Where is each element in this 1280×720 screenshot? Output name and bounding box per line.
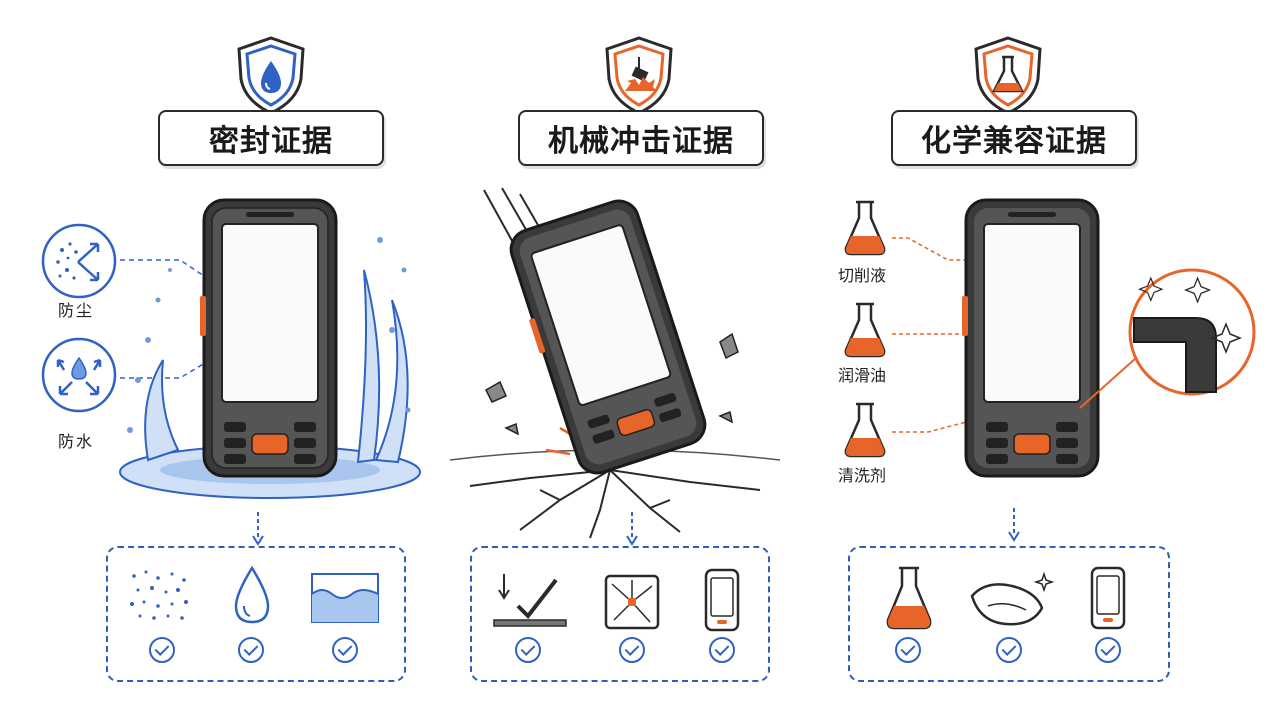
- rugged-phone-chemical: [962, 198, 1100, 478]
- label-waterproof: 防水: [58, 432, 95, 451]
- check-icon: [709, 637, 735, 663]
- check-icon: [619, 637, 645, 663]
- check-icon: [996, 637, 1022, 663]
- shield-water-icon: [237, 36, 305, 115]
- phone-intact-icon: [704, 568, 740, 632]
- dust-particles-icon: [130, 570, 188, 620]
- debris: [485, 332, 739, 436]
- check-icon: [895, 637, 921, 663]
- down-arrow-chemical: [1008, 508, 1020, 542]
- check-icon: [238, 637, 264, 663]
- rugged-phone-impact: [509, 199, 707, 475]
- flask-icon: [844, 402, 886, 458]
- water-drop-icon: [234, 565, 270, 624]
- shield-impact-icon: [605, 36, 673, 115]
- label-cutting-fluid: 切削液: [838, 266, 887, 285]
- dust-icon: [41, 223, 117, 299]
- water-level-icon: [311, 573, 379, 623]
- drop-test-icon: [493, 574, 567, 627]
- title-impact: 机械冲击证据: [518, 110, 764, 166]
- check-icon: [515, 637, 541, 663]
- evidence-box-impact: [470, 546, 770, 682]
- shield-flask-icon: [974, 36, 1042, 115]
- title-chemical: 化学兼容证据: [891, 110, 1137, 166]
- phone-intact-icon: [1090, 566, 1126, 630]
- cracked-screen-icon: [604, 574, 660, 630]
- water-splash-icon: [41, 337, 117, 413]
- flask-icon: [844, 200, 886, 256]
- label-lubricant: 润滑油: [838, 366, 887, 385]
- evidence-box-sealing: [106, 546, 406, 682]
- flask-icon: [886, 566, 932, 630]
- label-dustproof: 防尘: [58, 301, 95, 320]
- down-arrow-impact: [626, 512, 638, 546]
- check-icon: [149, 637, 175, 663]
- evidence-box-chemical: [848, 546, 1170, 682]
- cloth-icon: [970, 571, 1055, 626]
- check-icon: [332, 637, 358, 663]
- check-icon: [1095, 637, 1121, 663]
- label-cleaner: 清洗剂: [838, 466, 887, 485]
- title-sealing: 密封证据: [158, 110, 384, 166]
- flask-icon: [844, 302, 886, 358]
- rugged-phone-sealing: [200, 198, 338, 478]
- connector-lines-chemical: [892, 237, 975, 433]
- down-arrow-sealing: [252, 512, 264, 546]
- magnifier-detail: [1079, 268, 1256, 409]
